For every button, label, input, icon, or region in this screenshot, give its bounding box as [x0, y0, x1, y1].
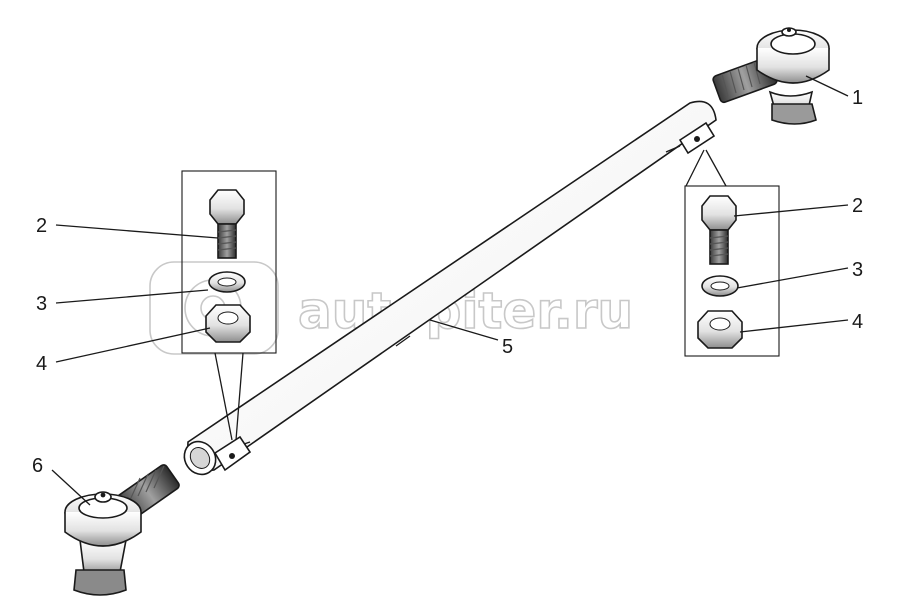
hardware-kit-right	[684, 149, 780, 357]
callout-2-left: 2	[36, 215, 47, 237]
leader-lines	[51, 75, 849, 506]
hardware-kit-left	[181, 170, 277, 441]
callout-1: 1	[852, 87, 863, 109]
callout-3-left: 3	[36, 293, 47, 315]
callout-5: 5	[502, 336, 513, 358]
callout-2-right: 2	[852, 195, 863, 217]
ball-joint-right	[712, 27, 830, 125]
ball-joint-left	[64, 464, 180, 596]
bolt-right	[701, 195, 737, 265]
nut-left	[205, 304, 251, 343]
callout-4-left: 4	[36, 353, 47, 375]
bolt-left	[209, 189, 245, 259]
callout-4-right: 4	[852, 311, 863, 333]
callout-3-right: 3	[852, 259, 863, 281]
washer-right	[701, 275, 739, 297]
washer-left	[208, 271, 246, 293]
nut-right	[697, 310, 743, 349]
callout-6: 6	[32, 455, 43, 477]
tie-rod-tube	[183, 100, 717, 476]
